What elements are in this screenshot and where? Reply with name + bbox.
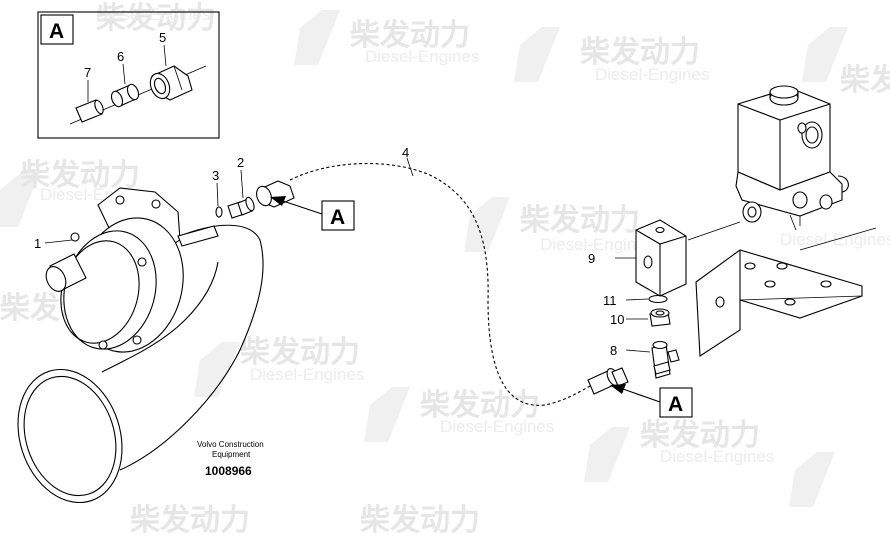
leader-3: [216, 182, 219, 207]
callout-4: 4: [402, 145, 409, 160]
block-link-line: [687, 221, 741, 241]
detail-ferrule-7: [75, 99, 104, 123]
horn-bell-outer: [17, 368, 123, 504]
leader-8: [625, 349, 651, 353]
callout-5: 5: [159, 30, 166, 45]
callout-8: 8: [610, 343, 617, 358]
watermark-en: Diesel-Engines: [96, 5, 210, 24]
caption: Volvo Construction Equipment 1008966: [197, 440, 264, 478]
leader-4: [406, 157, 414, 177]
watermark-cn: 柴发动力: [96, 1, 216, 36]
watermark-cn: 柴发动力: [20, 158, 140, 193]
horn-bell-inner: [23, 375, 117, 497]
detail-view-a: A 7 6 5: [37, 11, 220, 139]
watermark-en: Diesel-Engines: [250, 365, 364, 384]
leader-1: [44, 239, 73, 244]
watermark-cn: 柴发动力: [420, 388, 540, 423]
view-marker-label: A: [330, 206, 345, 229]
view-marker-a-lower: A: [610, 384, 693, 418]
view-marker-label: A: [668, 393, 683, 416]
valve-body: [735, 171, 843, 217]
caption-line2: Equipment: [212, 450, 251, 459]
detail-frame: [37, 11, 220, 139]
leader-5: [163, 44, 167, 67]
callout-7: 7: [84, 65, 91, 80]
hose-path: [289, 162, 606, 406]
watermark-cn: 柴发动力: [360, 503, 480, 537]
callout-9: 10: [610, 312, 624, 327]
callout-6: 6: [117, 49, 124, 64]
leader-2: [240, 169, 244, 199]
watermark-en: Diesel-Engines: [660, 447, 774, 466]
bracket-plate: [695, 249, 863, 357]
horn-fittings: 3 2: [212, 155, 295, 219]
horn-tube-outer: [119, 224, 264, 471]
caption-line1: Volvo Construction: [197, 440, 264, 449]
horn-tube-inner: [101, 261, 219, 373]
caption-number: 1008966: [205, 464, 252, 478]
callout-3: 3: [212, 168, 219, 183]
watermark-cn: 柴发动力: [640, 418, 760, 453]
watermark-cn: 柴发动力: [580, 35, 700, 70]
solenoid-valve: [735, 85, 849, 231]
watermark-cn: 柴发动力: [240, 335, 360, 370]
horn-inlet: [177, 225, 219, 247]
watermark-cn: 柴发动力: [130, 503, 250, 537]
watermark-cn: 柴发动力: [350, 18, 470, 53]
block-body: [635, 219, 687, 297]
callout-1: 1: [34, 236, 41, 251]
callout-10: 11: [603, 293, 617, 308]
o-ring-3: [215, 206, 223, 218]
block-11: 9: [588, 219, 741, 297]
callout-2: 2: [237, 155, 244, 170]
leader-10: [625, 298, 649, 301]
watermark-en: Diesel-Engines: [540, 235, 654, 254]
watermark-en: Diesel-Engines: [365, 47, 479, 66]
horn-assembly: 1: [17, 187, 264, 504]
callout-11: 9: [588, 251, 595, 266]
detail-label-box: [40, 14, 74, 45]
watermark-en: Diesel-Engines: [595, 65, 709, 84]
leader-6: [122, 63, 126, 85]
view-marker-a-upper: A: [270, 196, 355, 231]
watermark-cn: 柴发动力: [840, 63, 890, 98]
watermark-cn: 柴发动力: [520, 203, 640, 238]
o-ring-10: [648, 294, 668, 304]
detail-label: A: [49, 20, 64, 43]
detail-nut-5: [149, 65, 193, 101]
valve-fittings: 11 10 8: [603, 293, 680, 379]
hose-4: 4: [289, 145, 629, 406]
detail-sleeve-6: [110, 83, 140, 108]
watermark-logo-icon: [0, 10, 848, 507]
watermark-en: Diesel-Engines: [440, 417, 554, 436]
mounting-bracket: [695, 227, 877, 357]
